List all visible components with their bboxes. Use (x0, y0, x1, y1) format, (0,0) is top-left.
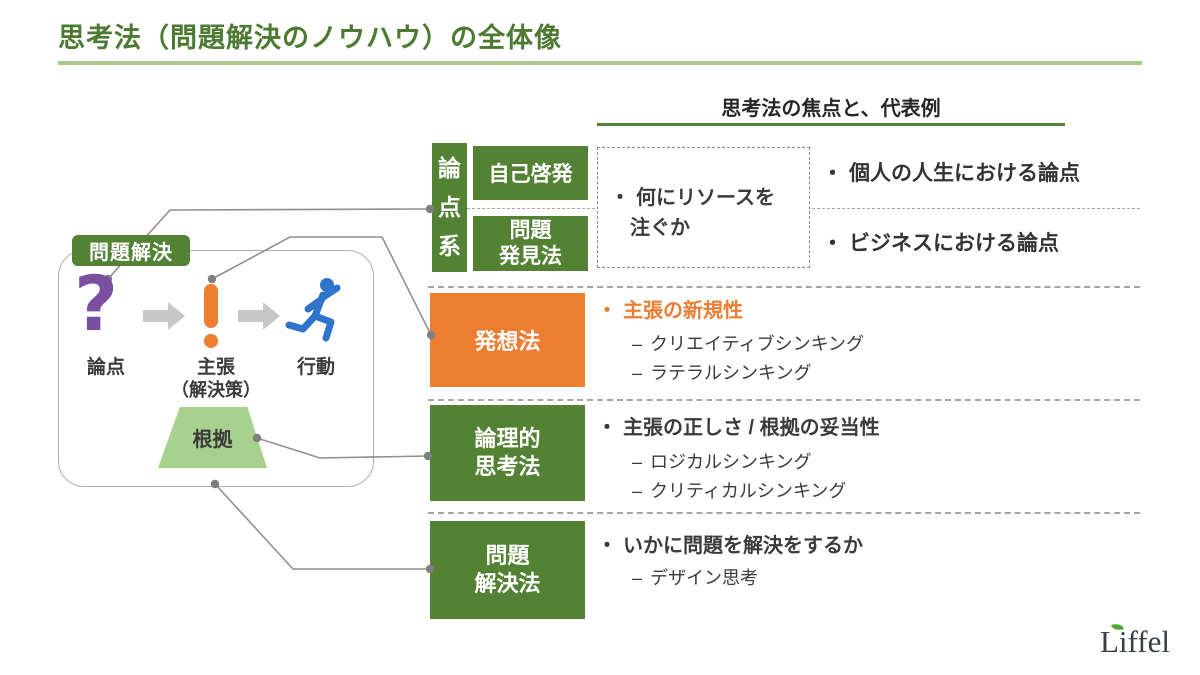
bullet-personal-life: ・個人の人生における論点 (822, 157, 1080, 187)
tab-ronten-kei: 論点系 (432, 143, 467, 272)
bullet-business-text: ビジネスにおける論点 (849, 232, 1059, 255)
liffel-logo: Liffel (1100, 624, 1171, 659)
section-separator-2 (428, 399, 1140, 401)
item-design-thinking: –デザイン思考 (632, 564, 758, 590)
item-critical-thinking: –クリティカルシンキング (632, 477, 846, 503)
bullet-marker: ・ (822, 232, 843, 255)
bullet-marker: ・ (822, 162, 843, 185)
head-claim-validity-text: 主張の正しさ / 根拠の妥当性 (623, 417, 880, 439)
resource-focus-line1: 何にリソースを (636, 187, 775, 209)
dash-marker: – (632, 452, 643, 472)
resource-focus-text: ・何にリソースを 注ぐか (610, 183, 775, 243)
head-how-to-solve-text: いかに問題を解決をするか (623, 535, 863, 557)
box-self-development: 自己啓発 (473, 146, 588, 200)
step-sublabel-solution: （解決策） (171, 380, 261, 400)
item-lateral-thinking: –ラテラルシンキング (632, 359, 811, 385)
bullet-personal-life-text: 個人の人生における論点 (849, 162, 1080, 185)
question-mark-icon: ? (74, 259, 119, 348)
focus-header-underline (597, 123, 1065, 126)
focus-column-header: 思考法の焦点と、代表例 (721, 98, 941, 120)
item-logical-thinking-text: ロジカルシンキング (650, 452, 812, 472)
head-idea-novelty-text: 主張の新規性 (623, 300, 743, 322)
step-label-action: 行動 (296, 357, 335, 378)
section-separator-3 (428, 512, 1140, 514)
item-logical-thinking: –ロジカルシンキング (632, 448, 811, 474)
bullet-business: ・ビジネスにおける論点 (822, 227, 1059, 257)
exclamation-mark-dot (204, 334, 218, 348)
dash-marker: – (632, 568, 643, 588)
connector-container-to-problem (214, 483, 430, 570)
resource-focus-box (597, 147, 810, 268)
dash-marker: – (632, 334, 643, 354)
bullet-marker: ・ (597, 417, 617, 439)
page-title: 思考法（問題解決のノウハウ）の全体像 (58, 23, 562, 53)
exclamation-mark-icon (204, 284, 218, 328)
box-problem-solving-method: 問題 解決法 (430, 521, 585, 619)
box-logical-thinking-line1: 論理的 (474, 426, 541, 451)
box-problem-discovery-line1: 問題 (509, 218, 552, 242)
tab-ronten-kei-label: 論点系 (438, 155, 461, 259)
box-logical-thinking-line2: 思考法 (474, 454, 541, 479)
head-claim-validity: ・主張の正しさ / 根拠の妥当性 (597, 411, 880, 440)
step-label-issue: 論点 (86, 357, 125, 378)
box-problem-discovery: 問題 発見法 (473, 216, 588, 271)
item-creative-thinking-text: クリエイティブシンキング (650, 334, 865, 354)
bullet-marker: ・ (610, 187, 630, 209)
step-label-claim: 主張 (196, 357, 235, 378)
bullet-marker: ・ (597, 535, 617, 557)
box-problem-discovery-line2: 発見法 (499, 244, 562, 268)
bullet-marker: ・ (597, 300, 617, 322)
dash-marker: – (632, 363, 643, 383)
evidence-trapezoid: 根拠 (158, 407, 267, 468)
box-logical-thinking: 論理的 思考法 (430, 405, 585, 501)
box-idea-generation-label: 発想法 (474, 329, 541, 354)
evidence-label: 根拠 (192, 429, 233, 451)
item-creative-thinking: –クリエイティブシンキング (632, 330, 864, 356)
resource-focus-line2: 注ぐか (630, 217, 690, 239)
head-how-to-solve: ・いかに問題を解決をするか (597, 529, 863, 558)
title-underline (58, 61, 1142, 65)
head-idea-novelty: ・主張の新規性 (597, 294, 743, 323)
item-lateral-thinking-text: ラテラルシンキング (650, 363, 812, 383)
box-problem-solving-line1: 問題 (485, 543, 530, 568)
dash-marker: – (632, 481, 643, 501)
box-idea-generation: 発想法 (430, 293, 585, 387)
box-problem-solving-line2: 解決法 (474, 571, 541, 596)
item-design-thinking-text: デザイン思考 (650, 568, 759, 588)
box-self-development-label: 自己啓発 (488, 163, 573, 186)
section-separator-1 (428, 286, 1140, 288)
item-critical-thinking-text: クリティカルシンキング (650, 481, 847, 501)
